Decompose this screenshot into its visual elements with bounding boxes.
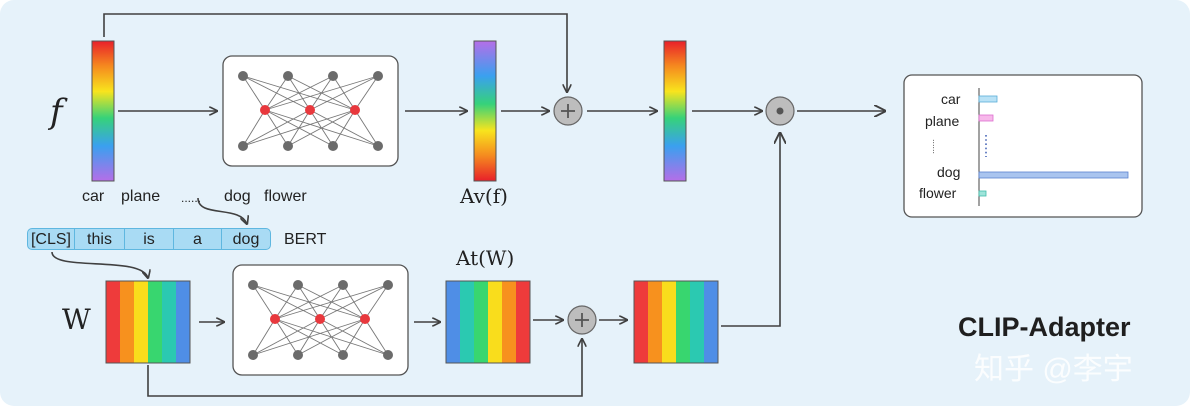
- diagram-title: CLIP-Adapter: [958, 312, 1131, 342]
- watermark: 知乎 @李宇: [974, 353, 1133, 386]
- image-feature-bar: [91, 40, 115, 182]
- output-label-flower: flower: [919, 185, 957, 201]
- token-dog: dog: [221, 228, 271, 250]
- adapted-text-feature-matrix: [445, 280, 531, 364]
- dot-product-operator: [765, 96, 795, 126]
- class-word-dog: dog: [224, 188, 251, 205]
- adapted-image-feature-bar: [473, 40, 497, 182]
- fused-text-feature-matrix: [633, 280, 719, 364]
- logit-bar-plane: [978, 114, 994, 122]
- logit-bar-flower: [978, 190, 987, 197]
- output-label-ellipsis: ......: [931, 139, 941, 155]
- text-feature-matrix: [105, 280, 191, 364]
- adapted-text-feature-label: At(W): [456, 246, 515, 270]
- class-word-ellipsis: ......: [181, 191, 202, 205]
- arrow-text-to-dot: [721, 133, 780, 327]
- text-feature-symbol: W: [62, 303, 91, 336]
- token-this: this: [74, 228, 125, 250]
- output-label-car: car: [941, 91, 961, 107]
- output-logits-panel: [903, 74, 1143, 218]
- text-adapter-mlp: [232, 264, 409, 376]
- token-cls: [CLS]: [27, 228, 75, 250]
- fused-image-feature-bar: [663, 40, 687, 182]
- image-adapter-mlp: [222, 55, 399, 167]
- arrow-cls-to-w: [51, 251, 148, 278]
- image-feature-symbol: f: [50, 92, 63, 132]
- arrow-dog-to-token: [197, 197, 247, 224]
- residual-path-text: [147, 339, 582, 397]
- bert-label: BERT: [284, 231, 327, 248]
- output-label-plane: plane: [925, 113, 960, 129]
- logit-bar-car: [978, 95, 998, 103]
- class-word-flower: flower: [264, 188, 307, 205]
- class-word-plane: plane: [121, 188, 161, 205]
- token-a: a: [173, 228, 222, 250]
- output-label-dog: dog: [937, 164, 961, 180]
- token-is: is: [124, 228, 174, 250]
- logit-bar-dog: [978, 171, 1129, 179]
- residual-path-image: [103, 13, 567, 92]
- class-word-car: car: [82, 188, 105, 205]
- adapted-image-feature-label: Av(f): [460, 184, 508, 208]
- add-operator-top: [553, 96, 583, 126]
- add-operator-bottom: [567, 305, 597, 335]
